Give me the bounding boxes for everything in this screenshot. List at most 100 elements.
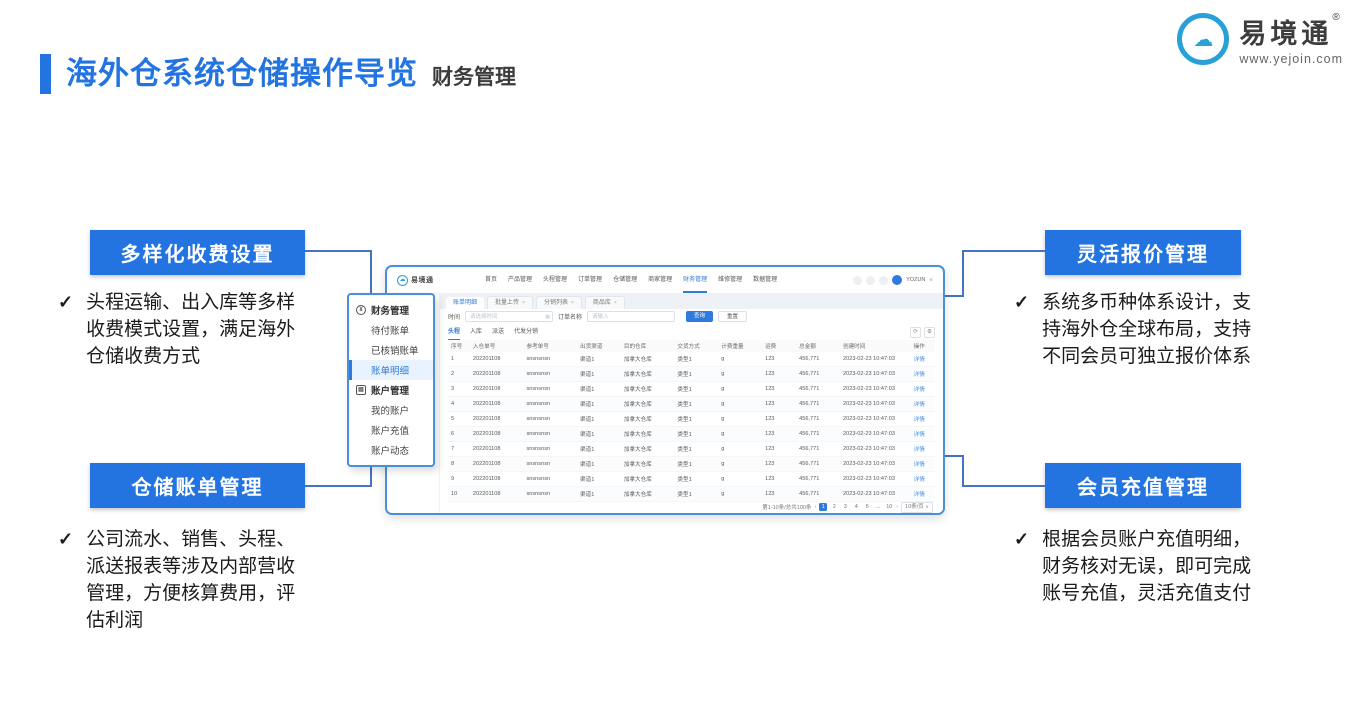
subtab[interactable]: 头程	[448, 325, 461, 340]
next-page-icon[interactable]: ›	[896, 504, 899, 511]
table-cell: 类型1	[674, 411, 719, 427]
callout-quote-management: 灵活报价管理	[1045, 230, 1241, 275]
app-nav-item[interactable]: 首页	[485, 277, 498, 283]
table-cell: g	[718, 456, 763, 472]
sidebar-section-label: 财务管理	[371, 306, 410, 317]
sidebar-item[interactable]: 账户充值	[371, 426, 410, 437]
detail-link[interactable]: 详情	[913, 371, 925, 378]
sidebar-item[interactable]: 我的账户	[371, 406, 410, 417]
table-cell: 类型1	[674, 381, 719, 397]
page-title: 海外仓系统仓储操作导览	[66, 56, 418, 91]
callout-billing-management: 仓储账单管理	[90, 463, 305, 508]
detail-link[interactable]: 详情	[913, 416, 925, 423]
navbar-icon[interactable]	[866, 275, 876, 285]
table-cell: 6	[448, 426, 470, 442]
brand-name: 易境通	[1239, 19, 1333, 49]
app-nav-item[interactable]: 商家管理	[648, 277, 673, 283]
detail-link[interactable]: 详情	[913, 431, 925, 438]
tab[interactable]: 批量上传×	[487, 296, 533, 309]
check-icon: ✓	[58, 292, 74, 312]
table-cell: snsnsnsn	[523, 411, 578, 427]
refresh-icon[interactable]: ⟳	[910, 326, 921, 338]
subtab[interactable]: 入库	[470, 328, 483, 335]
app-nav-item[interactable]: 维修管理	[718, 277, 743, 283]
table-cell: 7	[448, 441, 470, 457]
table-cell: snsnsnsn	[523, 366, 578, 382]
navbar-icon[interactable]	[853, 275, 863, 285]
detail-link[interactable]: 详情	[913, 401, 925, 408]
subtab[interactable]: 派送	[492, 328, 505, 335]
sidebar-section: ▤账户管理	[349, 380, 433, 400]
page-number[interactable]: 5	[865, 504, 869, 511]
close-icon[interactable]: ×	[570, 300, 574, 306]
table-cell: 123	[762, 396, 797, 412]
table-cell: 渠道1	[577, 351, 621, 367]
sidebar-item[interactable]: 已核销账单	[371, 346, 419, 357]
subtab[interactable]: 代发分销	[514, 328, 539, 335]
table-cell: 2023-02-23 10:47:03	[839, 366, 911, 382]
page-number[interactable]: 3	[843, 504, 847, 511]
app-nav-item[interactable]: 数据管理	[753, 277, 778, 283]
page-number[interactable]: 10	[886, 504, 893, 511]
detail-link[interactable]: 详情	[913, 446, 925, 453]
gear-icon[interactable]: ⚙	[924, 326, 935, 338]
table-cell: 2023-02-23 10:47:03	[839, 471, 911, 487]
table-header-cell: 序号	[448, 339, 470, 352]
app-nav-item[interactable]: 头程管理	[543, 277, 568, 283]
table-header-cell: 出货渠道	[577, 339, 621, 352]
table-cell: 类型1	[674, 396, 719, 412]
sidebar-item[interactable]: 账户动态	[371, 446, 410, 457]
account-icon: ▤	[356, 385, 366, 395]
table-header-row: 序号入仓单号参考单号出货渠道目的仓库交货方式计费重量运费总金额创建时间操作	[448, 339, 935, 352]
detail-link[interactable]: 详情	[913, 356, 925, 363]
detail-link[interactable]: 详情	[913, 491, 925, 498]
app-nav-item[interactable]: 财务管理	[683, 267, 708, 293]
table-cell: g	[718, 351, 763, 367]
filter-bar: 时间 ▦ 订单名称 查询 重置	[440, 309, 943, 325]
table-cell: 123	[762, 456, 797, 472]
note-text: 根据会员账户充值明细，财务核对无误，即可完成账号充值，灵活充值支付	[1042, 529, 1252, 604]
pagination-summary: 第1-10条/总共100条	[762, 505, 812, 512]
tab[interactable]: 账单明细	[446, 297, 485, 309]
app-nav-item[interactable]: 产品管理	[508, 277, 533, 283]
per-page-select[interactable]: 10条/页 ∨	[901, 501, 933, 513]
time-input[interactable]	[465, 311, 554, 323]
table-cell: 2023-02-23 10:47:03	[839, 426, 911, 442]
tab[interactable]: 商品库×	[584, 296, 625, 309]
reset-button[interactable]: 重置	[718, 311, 748, 323]
note-fee-settings: ✓ 头程运输、出入库等多样收费模式设置，满足海外仓储收费方式	[58, 289, 301, 370]
sidebar-item[interactable]: 待付账单	[371, 326, 410, 337]
page-number[interactable]: 4	[854, 504, 858, 511]
connector-line	[962, 455, 964, 487]
page-number[interactable]: 1	[819, 503, 828, 512]
avatar[interactable]	[892, 275, 903, 285]
detail-link[interactable]: 详情	[913, 476, 925, 483]
tab-strip: 账单明细批量上传×分销列表×商品库×	[440, 294, 943, 309]
order-name-input[interactable]	[587, 311, 676, 323]
close-icon[interactable]: ×	[613, 300, 617, 306]
chevron-down-icon[interactable]: ∨	[929, 277, 933, 283]
app-logo-text: 易境通	[411, 277, 434, 284]
search-button[interactable]: 查询	[686, 311, 714, 323]
close-icon[interactable]: ×	[522, 300, 525, 306]
prev-page-icon[interactable]: ‹	[814, 504, 817, 511]
table-cell: g	[718, 426, 763, 442]
table-cell: 5	[448, 411, 470, 427]
detail-link[interactable]: 详情	[913, 386, 925, 393]
tab[interactable]: 分销列表×	[535, 296, 582, 309]
detail-link[interactable]: 详情	[913, 461, 925, 468]
app-nav-item[interactable]: 仓储管理	[613, 277, 638, 283]
note-text: 公司流水、销售、头程、派送报表等涉及内部营收管理，方便核算费用，评估利润	[86, 529, 296, 631]
sidebar-item[interactable]: 账单明细	[349, 360, 433, 380]
table-cell: snsnsnsn	[523, 396, 578, 412]
page-number[interactable]: 2	[832, 504, 836, 511]
navbar-icon[interactable]	[879, 275, 889, 285]
app-nav-item[interactable]: 订单管理	[578, 277, 603, 283]
check-icon: ✓	[1014, 529, 1030, 549]
table-cell: snsnsnsn	[523, 351, 578, 367]
connector-line	[305, 485, 372, 487]
